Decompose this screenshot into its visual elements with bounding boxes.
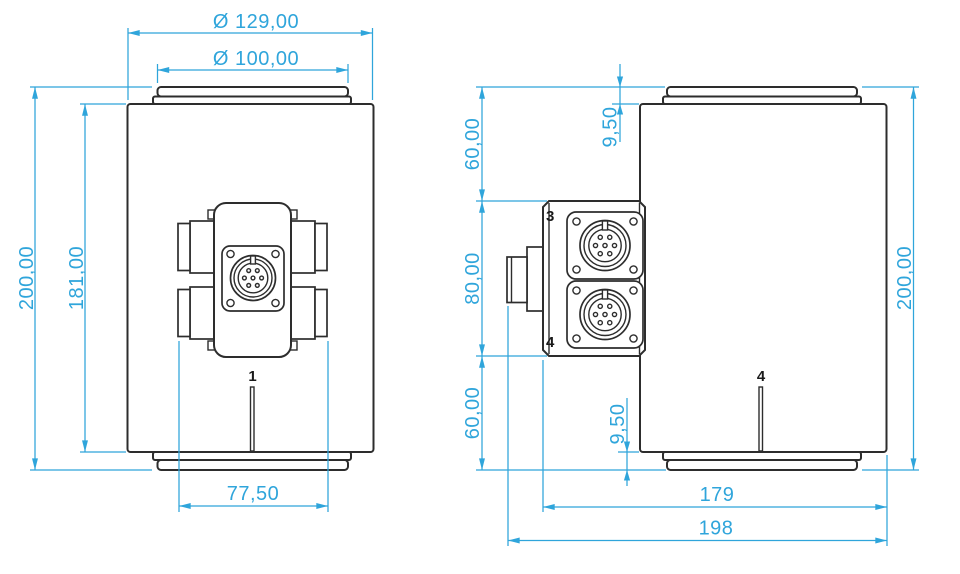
dim-diameter-flange: Ø 100,00 — [156, 48, 349, 83]
connector-pins — [241, 268, 265, 288]
dim-text-width-box: 179 — [700, 484, 735, 506]
dim-text-height-body: 181,00 — [66, 246, 88, 310]
side-body — [639, 103, 888, 453]
connector-plug-right-top — [288, 220, 328, 274]
dim-text-height-total-front: 200,00 — [16, 246, 38, 310]
plate-4-screws — [572, 286, 638, 343]
connector-key-notch — [601, 220, 609, 231]
connector-plug-left-bottom — [177, 286, 217, 340]
dim-diameter-outer: Ø 129,00 — [127, 11, 374, 100]
front-top-flange — [152, 86, 352, 105]
dim-height-body: 181,00 — [66, 103, 126, 453]
dim-width-box: 179 — [542, 360, 888, 546]
connector-pins — [592, 234, 618, 257]
connector-key-notch — [601, 289, 609, 300]
dim-height-total-side: 200,00 — [862, 86, 919, 471]
dim-box-height: 80,00 — [462, 201, 547, 357]
dim-flange-top: 9,50 — [476, 64, 665, 147]
plate-screws — [226, 249, 280, 308]
dim-height-total-front: 200,00 — [16, 86, 152, 471]
dim-top-gap: 60,00 — [462, 87, 547, 202]
front-bottom-flange — [152, 451, 352, 471]
front-view: 1 Ø 129,00 Ø 100,00 200,00 181,00 — [16, 11, 375, 512]
dim-text-top-gap: 60,00 — [462, 118, 484, 171]
side-circular-connector-4 — [579, 288, 631, 341]
side-circular-connector-3 — [579, 219, 631, 272]
dim-text-diameter-flange: Ø 100,00 — [213, 48, 299, 70]
item-4-leader — [758, 386, 764, 452]
front-circular-connector — [229, 254, 277, 302]
dim-text-width-total: 198 — [699, 518, 734, 540]
item-1-leader — [249, 386, 255, 452]
dim-text-connector-span: 77,50 — [227, 483, 280, 505]
item-label-1: 1 — [248, 368, 256, 385]
connector-label-3: 3 — [546, 208, 554, 225]
dim-flange-bottom: 9,50 — [607, 398, 639, 486]
dim-text-box-height: 80,00 — [462, 252, 484, 305]
dim-width-total: 198 — [507, 306, 887, 546]
dim-bottom-gap: 60,00 — [462, 356, 666, 471]
side-connector-box: 3 4 — [542, 200, 646, 357]
connector-pins — [592, 303, 618, 326]
connector-key-notch — [249, 255, 257, 265]
side-top-flange — [662, 86, 862, 105]
side-view: 3 4 4 9,50 60,00 80,00 — [462, 64, 919, 546]
dim-connector-span: 77,50 — [178, 341, 329, 512]
side-bottom-flange — [662, 451, 862, 471]
dim-text-flange-bottom: 9,50 — [607, 404, 629, 445]
dim-text-height-total-side: 200,00 — [894, 246, 916, 310]
item-label-4: 4 — [757, 368, 766, 385]
plate-3-screws — [572, 217, 638, 274]
dim-text-diameter-outer: Ø 129,00 — [213, 11, 299, 33]
connector-plug-left-top — [177, 220, 217, 274]
connector-plug-right-bottom — [288, 286, 328, 340]
front-connector-assembly — [177, 202, 328, 358]
side-cable-gland — [506, 246, 544, 312]
connector-label-4: 4 — [546, 334, 555, 351]
dim-text-flange-top: 9,50 — [600, 107, 622, 148]
dim-text-bottom-gap: 60,00 — [462, 387, 484, 440]
